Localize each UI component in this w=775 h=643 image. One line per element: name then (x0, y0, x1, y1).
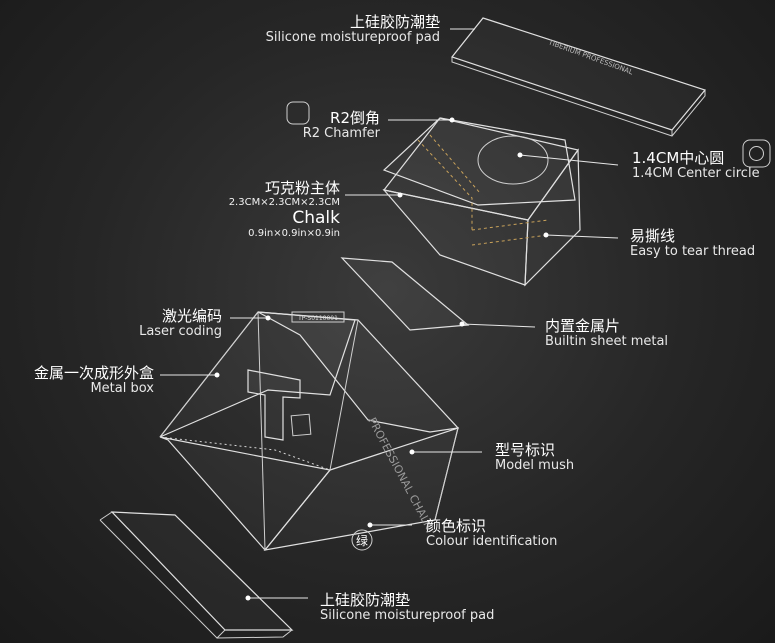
chalk-label: 巧克粉主体 2.3CM×2.3CM×2.3CM Chalk 0.9in×0.9i… (190, 179, 340, 240)
colour-en: Colour identification (426, 534, 558, 550)
top-pad-en: Silicone moistureproof pad (265, 30, 440, 46)
sheet-en: Builtin sheet metal (545, 334, 669, 350)
chalk-en: Chalk (292, 207, 340, 228)
chamfer-label: R2倒角 R2 Chamfer (270, 109, 380, 142)
chamfer-icon (286, 101, 310, 125)
sheet-metal-label: 内置金属片 Builtin sheet metal (545, 317, 695, 350)
bottom-pad-label: 上硅胶防潮垫 Silicone moistureproof pad (320, 591, 530, 624)
tear-cn: 易撕线 (630, 227, 676, 245)
model-label: 型号标识 Model mush (495, 441, 625, 474)
bottom-pad-cn: 上硅胶防潮垫 (320, 591, 411, 609)
bottom-pad-en: Silicone moistureproof pad (320, 608, 495, 624)
tear-en: Easy to tear thread (630, 244, 756, 260)
laser-en: Laser coding (139, 324, 222, 340)
center-en: 1.4CM Center circle (632, 166, 760, 182)
chalk-dim-in: 0.9in×0.9in×0.9in (248, 228, 340, 240)
metal-box-label: 金属一次成形外盒 Metal box (6, 364, 154, 397)
top-pad-label: 上硅胶防潮垫 Silicone moistureproof pad (230, 13, 440, 46)
top-pad-cn: 上硅胶防潮垫 (349, 13, 440, 31)
colour-mark-text: 绿 (356, 533, 368, 548)
chalk-cn: 巧克粉主体 (264, 179, 340, 197)
chamfer-en: R2 Chamfer (302, 126, 380, 142)
center-circle-label: 1.4CM中心圆 1.4CM Center circle (632, 149, 772, 182)
model-en: Model mush (495, 458, 575, 474)
chamfer-cn: R2倒角 (330, 109, 380, 127)
sheet-cn: 内置金属片 (545, 317, 621, 335)
box-en: Metal box (90, 381, 154, 397)
laser-label: 激光编码 Laser coding (110, 307, 222, 340)
colour-label: 颜色标识 Colour identification (426, 517, 596, 550)
laser-code-text: TP-S0110001 (297, 315, 338, 322)
metal-box: TP-S0110001 PROFESSIONAL CHALK 绿 (159, 311, 460, 551)
bottom-silicone-pad (99, 511, 294, 639)
laser-cn: 激光编码 (161, 307, 222, 325)
chalk-cube (382, 117, 581, 287)
tear-label: 易撕线 Easy to tear thread (630, 227, 770, 260)
top-silicone-pad: TIBERIUM PROFESSIONAL (450, 17, 707, 137)
leader-lines (160, 28, 619, 599)
center-cn: 1.4CM中心圆 (632, 149, 725, 167)
center-circle-icon (742, 139, 771, 168)
chalk-dim-cm: 2.3CM×2.3CM×2.3CM (228, 197, 340, 209)
box-cn: 金属一次成形外盒 (33, 364, 154, 382)
leader-dots (214, 117, 549, 601)
model-cn: 型号标识 (495, 441, 556, 459)
colour-cn: 颜色标识 (426, 517, 487, 535)
builtin-sheet-metal (340, 257, 470, 331)
